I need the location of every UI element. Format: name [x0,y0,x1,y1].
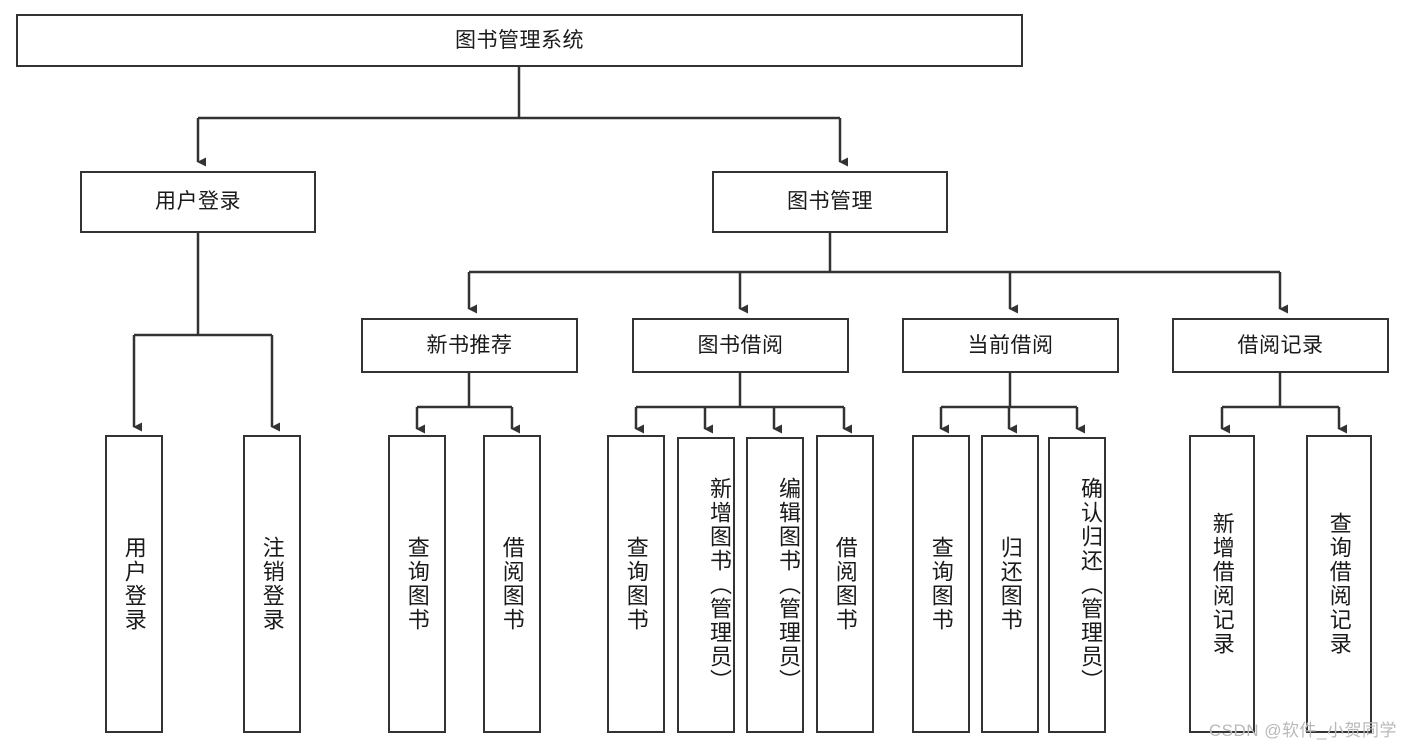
leaf-add-borrow-record[interactable]: 新增借阅记录 [1189,435,1255,733]
node-current-borrow[interactable]: 当前借阅 [902,318,1119,373]
node-new-book-recommend[interactable]: 新书推荐 [361,318,578,373]
node-label: 用户登录 [155,190,241,214]
node-label: 借阅记录 [1237,333,1324,357]
node-label: 图书管理 [787,190,873,214]
leaf-confirm-return-admin[interactable]: 确认归还（管理员） [1048,437,1106,733]
leaf-logout-login[interactable]: 注销登录 [243,435,301,733]
leaf-query-book-new-recommend[interactable]: 查询图书 [388,435,446,733]
node-label: 确认归还（管理员） [1078,477,1103,693]
node-root-book-management-system[interactable]: 图书管理系统 [16,14,1023,67]
leaf-query-book-borrow[interactable]: 查询图书 [607,435,665,733]
leaf-return-book[interactable]: 归还图书 [981,435,1039,733]
node-label: 新增图书（管理员） [707,477,732,693]
node-label: 查询图书 [928,536,954,632]
node-label: 借阅图书 [499,536,525,632]
node-label: 新增借阅记录 [1209,512,1235,656]
node-book-borrow[interactable]: 图书借阅 [632,318,849,373]
node-label: 查询图书 [404,536,430,632]
leaf-borrow-book-new-recommend[interactable]: 借阅图书 [483,435,541,733]
node-borrow-record[interactable]: 借阅记录 [1172,318,1389,373]
node-label: 新书推荐 [426,333,513,357]
node-label: 归还图书 [997,536,1023,632]
node-label: 图书管理系统 [455,28,584,52]
node-label: 查询借阅记录 [1326,512,1352,656]
node-book-management[interactable]: 图书管理 [712,171,948,233]
node-label: 编辑图书（管理员） [776,477,801,693]
leaf-add-book-admin[interactable]: 新增图书（管理员） [677,437,735,733]
leaf-borrow-book-borrow[interactable]: 借阅图书 [816,435,874,733]
node-label: 用户登录 [121,536,147,632]
node-user-login[interactable]: 用户登录 [80,171,316,233]
node-label: 当前借阅 [967,333,1054,357]
node-label: 查询图书 [623,536,649,632]
node-label: 图书借阅 [697,333,784,357]
node-label: 注销登录 [259,536,285,632]
leaf-edit-book-admin[interactable]: 编辑图书（管理员） [746,437,804,733]
node-label: 借阅图书 [832,536,858,632]
leaf-user-login[interactable]: 用户登录 [105,435,163,733]
csdn-watermark: CSDN @软件_小贺同学 [1208,721,1397,740]
leaf-query-borrow-record[interactable]: 查询借阅记录 [1306,435,1372,733]
leaf-query-book-current[interactable]: 查询图书 [912,435,970,733]
